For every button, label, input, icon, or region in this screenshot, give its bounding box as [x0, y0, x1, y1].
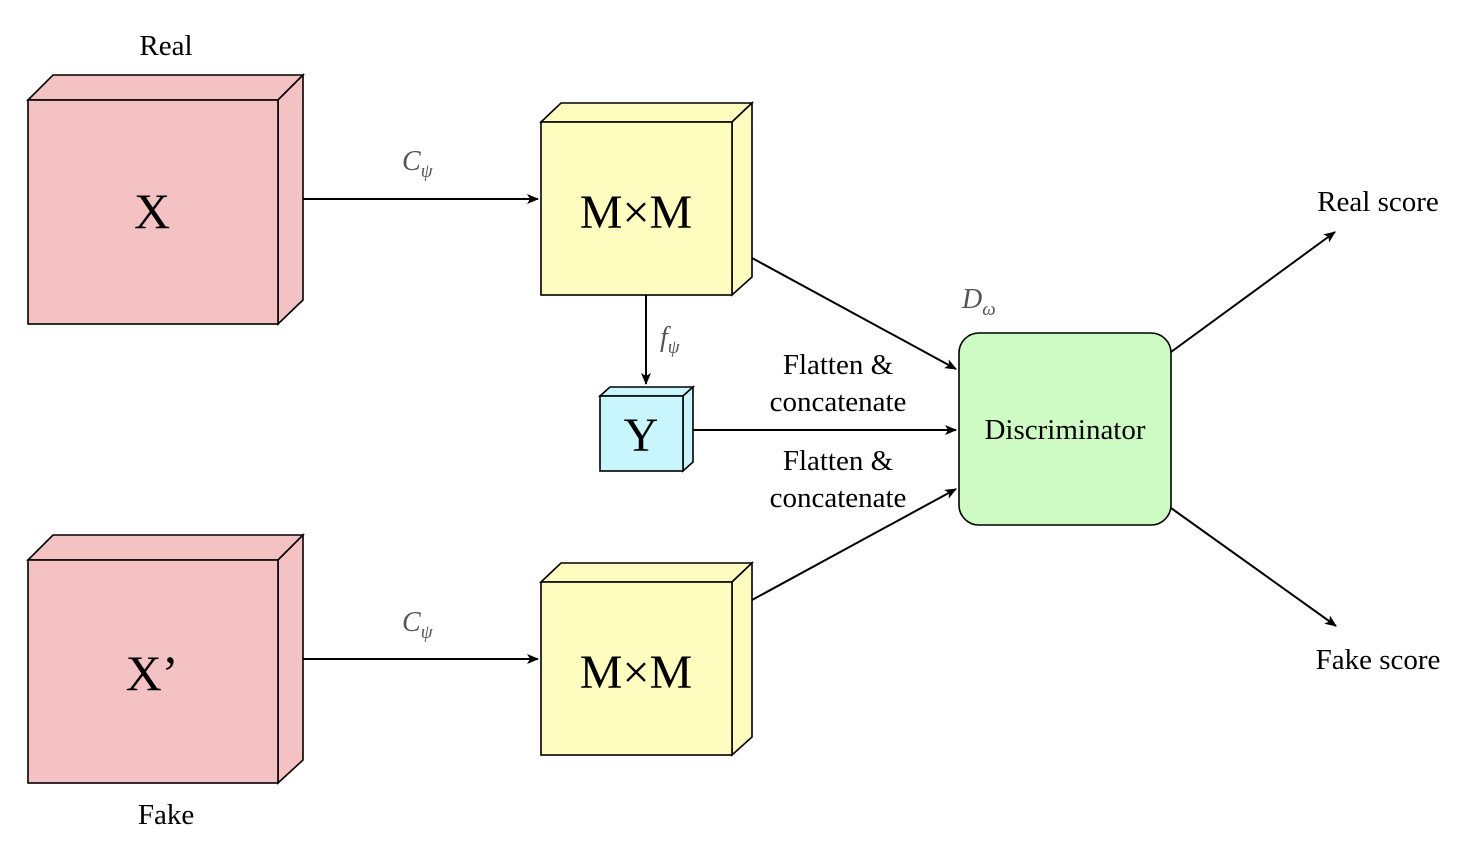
c-psi-real-main: C	[402, 146, 421, 177]
mm-fake-cube: M×M	[538, 561, 755, 757]
fake-cube-side	[277, 533, 304, 785]
real-input-label: X	[134, 183, 170, 239]
discriminator-label: Discriminator	[984, 414, 1145, 446]
f-psi-sub: ψ	[668, 337, 681, 358]
edge-mm-fake-to-disc	[751, 488, 957, 601]
edge-disc-to-fake-score	[1170, 507, 1337, 627]
discriminator-node: Discriminator Dω	[958, 284, 1172, 526]
y-cube-front	[599, 395, 684, 472]
fake-input-label: X’	[126, 645, 179, 701]
mm-fake-side	[731, 561, 753, 757]
c-psi-fake-sub: ψ	[421, 622, 434, 643]
real-score-label: Real score	[1317, 186, 1439, 218]
c-psi-real-sub: ψ	[421, 161, 434, 182]
flatten-top-line1: Flatten &	[783, 349, 894, 381]
y-cube-side	[682, 385, 694, 473]
real-cube-top	[26, 74, 305, 101]
f-psi-main: f	[660, 322, 671, 353]
f-psi-label: fψ	[660, 322, 681, 358]
real-cube-side	[277, 73, 304, 326]
real-input-cube: Real X	[26, 30, 305, 326]
c-psi-fake-main: C	[402, 607, 421, 638]
mm-real-cube: M×M	[538, 101, 755, 297]
fake-cube-front	[27, 559, 279, 784]
d-omega-sub: ω	[982, 299, 995, 320]
fake-caption: Fake	[138, 799, 194, 831]
flatten-bottom-line1: Flatten &	[783, 445, 894, 477]
mm-real-label: M×M	[580, 186, 692, 239]
flatten-top-line2: concatenate	[770, 386, 907, 418]
d-omega-label: Dω	[961, 284, 996, 320]
mm-real-front	[540, 121, 733, 296]
mm-fake-top	[538, 562, 755, 583]
fake-input-cube: X’ Fake	[26, 533, 305, 831]
fake-score-label: Fake score	[1316, 644, 1441, 676]
y-label: Y	[624, 409, 659, 462]
mm-real-side	[731, 101, 753, 297]
c-psi-real-label: Cψ	[402, 146, 434, 182]
y-cube: Y	[597, 385, 696, 473]
mm-fake-label: M×M	[580, 646, 692, 699]
c-psi-fake-label: Cψ	[402, 607, 434, 643]
mm-real-top	[538, 102, 755, 123]
edge-disc-to-real-score	[1170, 231, 1336, 353]
d-omega-main: D	[961, 284, 982, 315]
edge-mm-real-to-disc	[751, 257, 957, 370]
flatten-bottom-line2: concatenate	[770, 482, 907, 514]
mm-fake-front	[540, 581, 733, 756]
discriminator-box	[958, 332, 1172, 526]
real-caption: Real	[139, 30, 192, 62]
fake-cube-top	[26, 534, 305, 561]
real-cube-front	[27, 99, 279, 325]
y-cube-top	[597, 386, 696, 397]
